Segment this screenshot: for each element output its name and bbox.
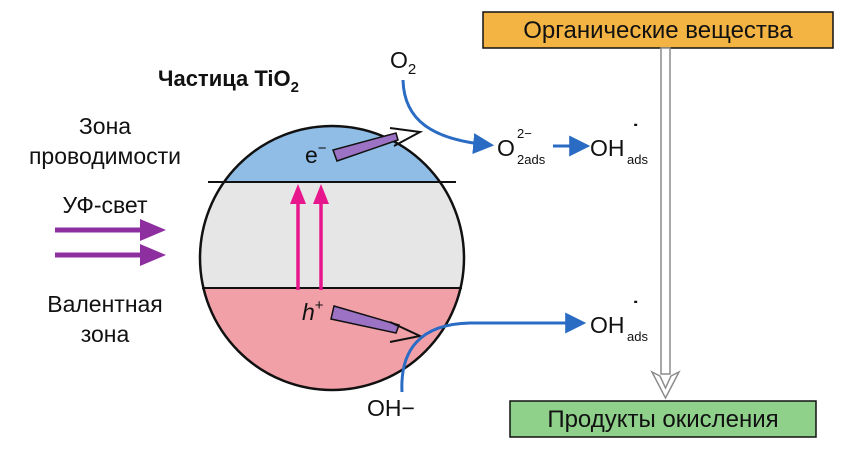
electron-label: e− xyxy=(305,140,327,168)
valence-band-label-line1: Валентная xyxy=(47,291,163,317)
electron-arrow xyxy=(332,127,424,162)
hydroxide-label: OH− xyxy=(367,395,415,421)
hole-label: h+ xyxy=(302,297,324,325)
valence-band-label-line2: зона xyxy=(81,321,130,347)
svg-text:OH: OH xyxy=(590,312,625,338)
o2-reduction-arrow xyxy=(401,79,495,155)
hydroxyl-radical-top: OH ˙ ads xyxy=(590,120,648,167)
conduction-band-label-line2: проводимости xyxy=(29,143,181,169)
particle-outline xyxy=(198,124,466,392)
o2-label: O2 xyxy=(390,47,416,78)
svg-text:˙: ˙ xyxy=(632,297,639,322)
svg-text:Органические вещества: Органические вещества xyxy=(523,17,793,44)
hydroxyl-radical-bottom: OH ˙ ads xyxy=(590,297,648,344)
oxidation-products-box: Продукты окисления xyxy=(509,400,817,438)
particle-title-text: Частица TiO xyxy=(158,66,291,91)
svg-text:ads: ads xyxy=(627,329,648,344)
particle-title: Частица TiO2 xyxy=(158,66,299,96)
hole-arrow xyxy=(330,305,424,343)
superoxide-label: O 2− 2ads xyxy=(497,126,546,167)
tio2-particle xyxy=(198,124,466,392)
excitation-arrows xyxy=(290,184,329,290)
svg-text:˙: ˙ xyxy=(632,120,639,145)
svg-text:2ads: 2ads xyxy=(517,152,546,167)
svg-text:Продукты окисления: Продукты окисления xyxy=(547,406,778,433)
particle-title-subscript: 2 xyxy=(291,79,299,96)
svg-text:ads: ads xyxy=(627,152,648,167)
uv-light-arrows xyxy=(55,219,166,266)
valence-band xyxy=(200,288,464,390)
svg-text:O: O xyxy=(497,135,515,161)
oxidation-flow-arrow xyxy=(650,47,681,400)
conduction-band-label-line1: Зона xyxy=(79,113,131,139)
band-gap xyxy=(200,182,464,288)
uv-light-label: УФ-свет xyxy=(62,192,147,218)
hydroxide-oxidation-arrow xyxy=(400,312,587,393)
svg-text:OH: OH xyxy=(590,135,625,161)
organic-substances-box: Органические вещества xyxy=(482,11,834,49)
svg-text:2−: 2− xyxy=(517,126,532,141)
